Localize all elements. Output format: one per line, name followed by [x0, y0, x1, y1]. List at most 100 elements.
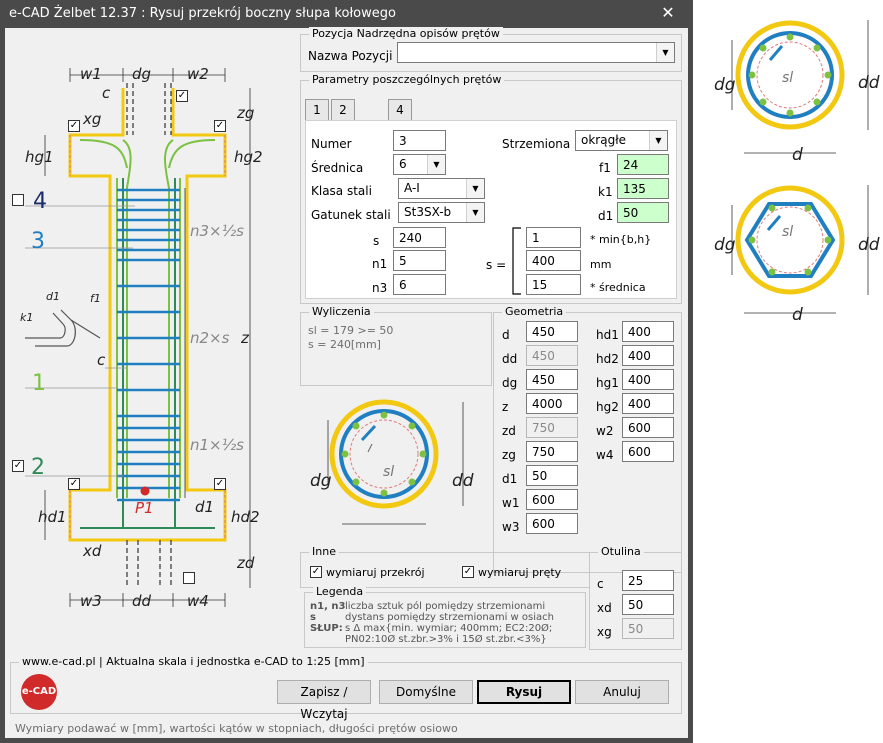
- tab-2[interactable]: 2: [331, 99, 355, 120]
- checkbox-xg[interactable]: ✓: [68, 120, 80, 132]
- status-text: Wymiary podawać w [mm], wartości kątów w…: [15, 722, 458, 735]
- f1-label: f1: [599, 161, 611, 175]
- gatunek-select[interactable]: St3SX-b▼: [398, 202, 485, 223]
- checkbox-wymiaruj-prety[interactable]: ✓: [462, 566, 474, 578]
- geo-input-z[interactable]: [526, 393, 578, 414]
- geo-input-w1[interactable]: [526, 489, 578, 510]
- label-dd: dd: [132, 592, 152, 610]
- n1-input[interactable]: [393, 250, 446, 271]
- label-w2: w2: [187, 65, 209, 83]
- label-d1: d1: [195, 498, 214, 516]
- wyliczenia-line1: sl = 179 >= 50: [308, 324, 394, 337]
- tab-1[interactable]: 1: [305, 99, 329, 120]
- d1-input[interactable]: [617, 202, 669, 223]
- draw-button[interactable]: Rysuj: [477, 680, 571, 704]
- legend-key: n1, n3: [310, 601, 346, 612]
- s-label: s: [373, 234, 380, 248]
- default-button[interactable]: Domyślne: [379, 680, 473, 704]
- strzemiona-value: okrągłe: [581, 133, 626, 147]
- geo-label-hg1: hg1: [596, 376, 619, 390]
- numer-input[interactable]: [393, 130, 446, 151]
- srednica-select[interactable]: 6▼: [393, 154, 446, 175]
- preview-label-dd: dd: [452, 471, 474, 491]
- label-k1: k1: [20, 311, 33, 324]
- s-min-unit: * min{b,h}: [590, 233, 652, 246]
- geo-input-d[interactable]: [526, 321, 578, 342]
- klasa-value: A-I: [404, 181, 420, 195]
- checkbox-hd2[interactable]: ✓: [214, 478, 226, 490]
- label-d1-hook: d1: [46, 290, 60, 303]
- geo-input-hg2[interactable]: [622, 393, 674, 414]
- label-w3: w3: [80, 592, 102, 610]
- geo-input-dg[interactable]: [526, 369, 578, 390]
- checkbox-wymiaruj-przekroj[interactable]: ✓: [310, 566, 322, 578]
- strzemiona-label: Strzemiona: [502, 137, 571, 151]
- geo-input-zg[interactable]: [526, 441, 578, 462]
- checkbox-hg2[interactable]: ✓: [214, 120, 226, 132]
- klasa-select[interactable]: A-I▼: [398, 178, 485, 199]
- geo-label-hd1: hd1: [596, 328, 619, 342]
- n3-label: n3: [372, 281, 388, 295]
- window-title: e-CAD Żelbet 12.37 : Rysuj przekrój bocz…: [9, 6, 396, 21]
- group-legenda-title: Legenda: [313, 585, 367, 598]
- tab-4[interactable]: 4: [388, 99, 412, 120]
- geo-input-hd1[interactable]: [622, 321, 674, 342]
- label-n2: n2×s: [190, 329, 230, 347]
- label-hd2: hd2: [231, 508, 260, 526]
- geo-label-d: d: [502, 328, 510, 342]
- checkbox-dg[interactable]: ✓: [176, 90, 188, 102]
- legend-value: liczba sztuk pól pomiędzy strzemionami: [345, 601, 546, 612]
- label-hg2: hg2: [234, 148, 263, 166]
- otulina-xd-input[interactable]: [622, 594, 674, 615]
- geo-label-w2: w2: [596, 424, 614, 438]
- geo-label-hd2: hd2: [596, 352, 619, 366]
- geo-input-zd[interactable]: [526, 417, 578, 438]
- checkbox-bar2[interactable]: ✓: [12, 460, 24, 472]
- n3-input[interactable]: [393, 274, 446, 295]
- geo-input-w4[interactable]: [622, 441, 674, 462]
- label-n3: n3×½s: [190, 222, 244, 240]
- s-min-input[interactable]: [526, 227, 581, 248]
- group-legenda: Legenda: [304, 585, 586, 648]
- otulina-c-input[interactable]: [622, 570, 674, 591]
- side-label-sl-1: sl: [782, 70, 793, 86]
- otulina-xg-input[interactable]: [622, 618, 674, 639]
- geo-input-w3[interactable]: [526, 513, 578, 534]
- checkbox-dd[interactable]: [183, 572, 195, 584]
- geo-label-w3: w3: [502, 520, 520, 534]
- label-hg1: hg1: [25, 148, 54, 166]
- label-xd: xd: [82, 542, 102, 560]
- close-button[interactable]: ✕: [661, 3, 675, 22]
- d1-label: d1: [598, 209, 614, 223]
- geo-input-dd[interactable]: [526, 345, 578, 366]
- s-mm-input[interactable]: [526, 250, 581, 271]
- bar-mark-2: 2: [31, 455, 45, 480]
- side-label-d-1: d: [792, 145, 803, 165]
- strzemiona-select[interactable]: okrągłe▼: [575, 130, 668, 151]
- checkbox-bar4[interactable]: [12, 194, 24, 206]
- f1-input[interactable]: [617, 154, 669, 175]
- geo-input-hd2[interactable]: [622, 345, 674, 366]
- label-zg: zg: [236, 104, 254, 122]
- geo-input-d1[interactable]: [526, 465, 578, 486]
- label-w4: w4: [187, 592, 209, 610]
- group-pozycja-title: Pozycja Nadrzędna opisów prętów: [309, 27, 503, 40]
- k1-input[interactable]: [617, 178, 669, 199]
- nazwa-pozycji-select[interactable]: ▼: [397, 42, 675, 63]
- group-parametry-title: Parametry poszczególnych prętów: [309, 73, 505, 86]
- gatunek-label: Gatunek stali: [311, 208, 391, 222]
- group-pozycja: Pozycja Nadrzędna opisów prętów: [300, 27, 682, 72]
- checkbox-hd1[interactable]: ✓: [68, 478, 80, 490]
- stirrup-type-diagrams: dg dd d sl dg dd d sl: [714, 20, 880, 325]
- srednica-label: Średnica: [311, 161, 364, 175]
- cancel-button[interactable]: Anuluj: [575, 680, 669, 704]
- gatunek-value: St3SX-b: [404, 205, 452, 219]
- label-c-top: c: [102, 84, 111, 102]
- s-sr-input[interactable]: [526, 274, 581, 295]
- save-load-button[interactable]: Zapisz / Wczytaj: [277, 680, 371, 721]
- legend-key: s: [310, 612, 316, 623]
- s-input[interactable]: [393, 227, 446, 248]
- geo-label-hg2: hg2: [596, 400, 619, 414]
- geo-input-w2[interactable]: [622, 417, 674, 438]
- geo-input-hg1[interactable]: [622, 369, 674, 390]
